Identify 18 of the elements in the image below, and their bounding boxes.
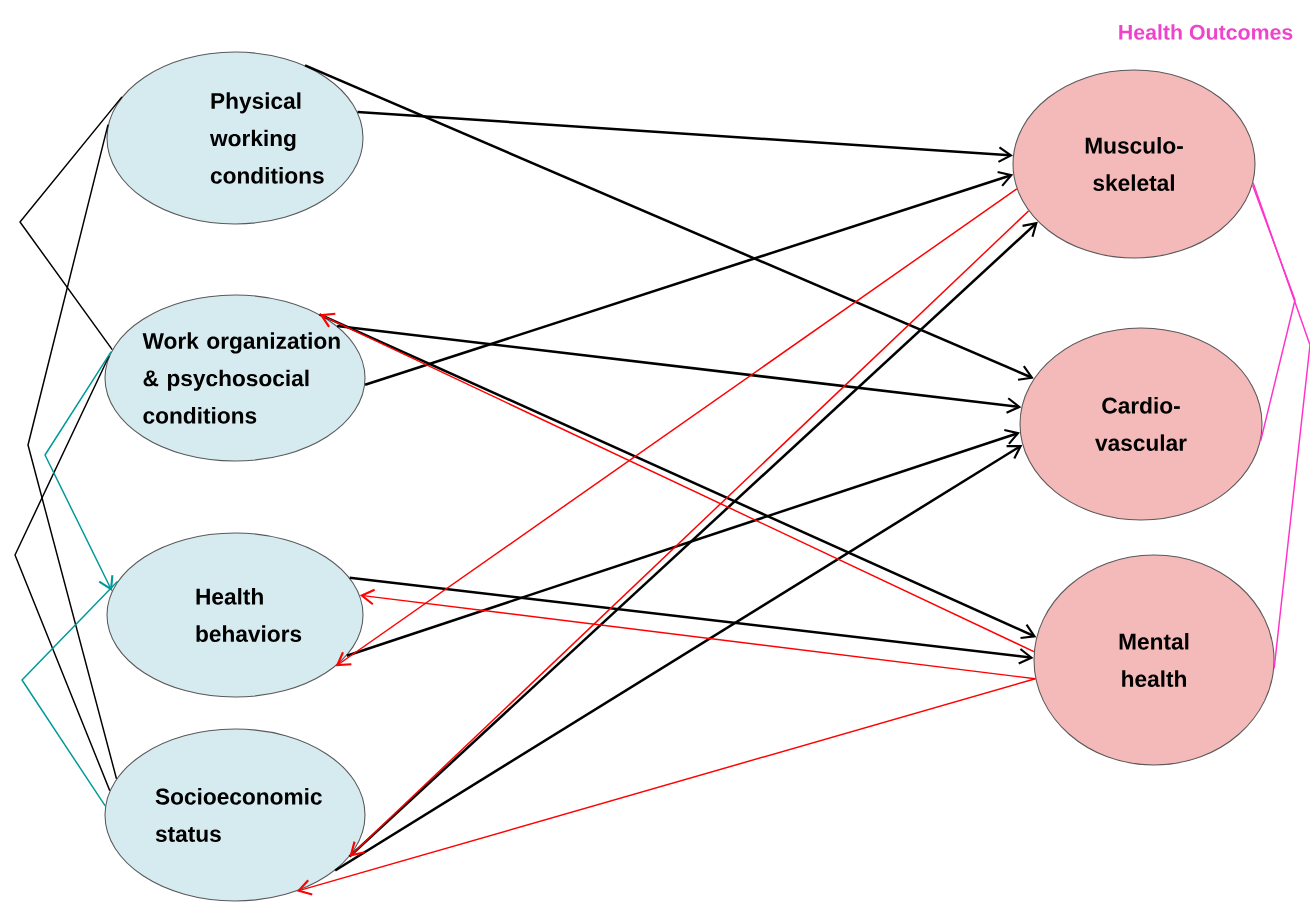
connector-line (19, 96, 123, 351)
arrow (334, 444, 1023, 872)
connector-line (1251, 184, 1296, 442)
arrow (335, 188, 1018, 667)
arrow (304, 64, 1034, 381)
arrow (346, 428, 1020, 657)
arrow (357, 110, 1013, 163)
connector-line (14, 355, 111, 792)
connector-line (21, 580, 119, 807)
arrow (364, 170, 1014, 386)
arrow (349, 576, 1034, 665)
arrow (336, 324, 1022, 414)
arrow (296, 678, 1037, 896)
connector-line (1252, 182, 1310, 670)
arrow (44, 350, 114, 592)
group-heading: Health Outcomes (1119, 24, 1293, 40)
arrow (359, 588, 1037, 680)
connector-line (27, 123, 118, 780)
